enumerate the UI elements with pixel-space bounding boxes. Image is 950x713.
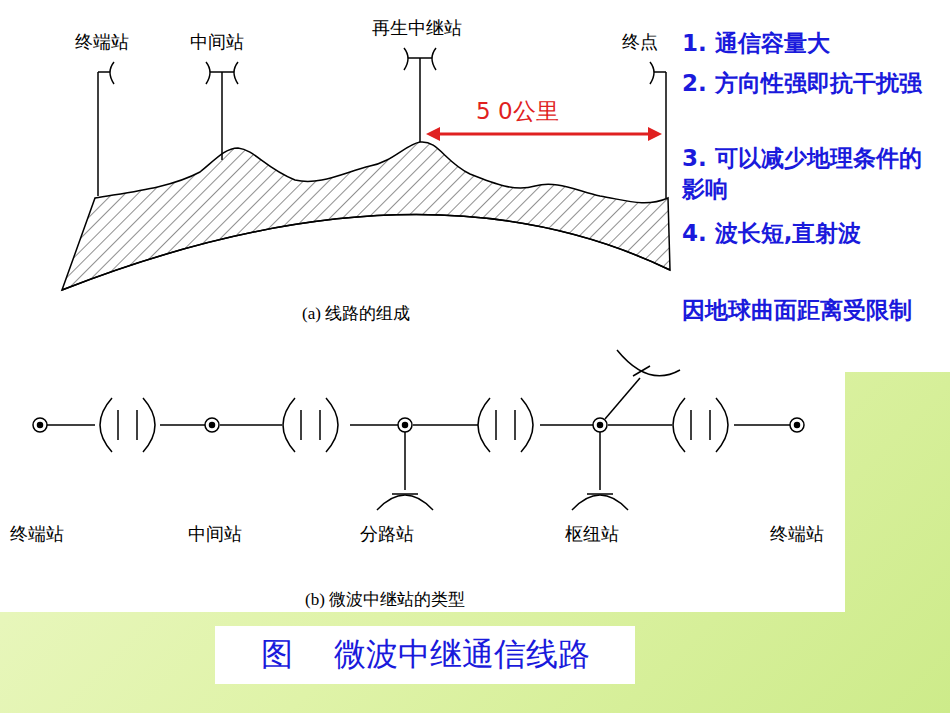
feature-note: 3. 可以减少地理条件的影响 bbox=[682, 143, 927, 205]
terrain bbox=[62, 142, 670, 290]
station-label: 终点 bbox=[622, 30, 658, 54]
sub-caption: (b) 微波中继站的类型 bbox=[305, 588, 465, 611]
feature-note: 因地球曲面距离受限制 bbox=[682, 295, 927, 326]
station-label: 终端站 bbox=[10, 522, 64, 546]
station-label: 枢纽站 bbox=[565, 522, 619, 546]
feature-note: 1. 通信容量大 bbox=[682, 28, 927, 59]
station-label: 再生中继站 bbox=[372, 16, 462, 40]
sub-caption: (a) 线路的组成 bbox=[302, 302, 410, 325]
station-label: 终端站 bbox=[770, 522, 824, 546]
title-box: 图 微波中继通信线路 bbox=[215, 626, 635, 684]
station-label: 终端站 bbox=[75, 30, 129, 54]
station-label: 中间站 bbox=[188, 522, 242, 546]
distance-label: 5 0公里 bbox=[476, 96, 559, 127]
earth-curve bbox=[62, 215, 670, 290]
antennas bbox=[98, 48, 666, 198]
feature-note: 2. 方向性强即抗干扰强 bbox=[682, 68, 927, 99]
distance-arrow bbox=[426, 127, 662, 141]
white-ground bbox=[670, 0, 950, 372]
station-chain bbox=[33, 350, 804, 510]
station-label: 分路站 bbox=[360, 522, 414, 546]
station-label: 中间站 bbox=[190, 30, 244, 54]
feature-note: 4. 波长短,直射波 bbox=[682, 218, 927, 249]
figure-title: 图 微波中继通信线路 bbox=[261, 633, 590, 677]
